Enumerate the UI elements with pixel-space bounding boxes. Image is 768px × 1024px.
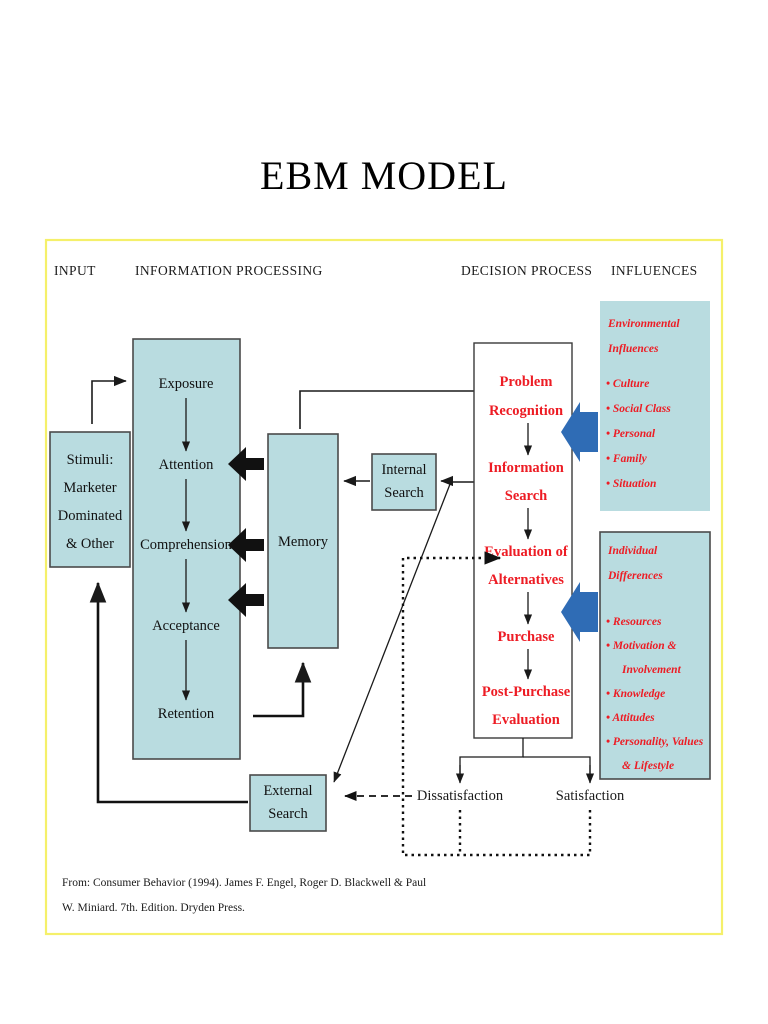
individual-item-motivation: • Motivation & [606,640,677,652]
decision-step-evaluation-l1: Evaluation of [484,544,568,560]
decision-step-post-purchase-l2: Evaluation [492,712,560,728]
citation-line-1: From: Consumer Behavior (1994). James F.… [62,877,426,889]
environmental-item-culture: • Culture [606,378,649,390]
environmental-influence-arrow [561,402,598,462]
individual-item-resources: • Resources [606,616,662,628]
header-decision-process: DECISION PROCESS [461,263,592,278]
outcome-satisfaction: Satisfaction [556,788,625,804]
external-search-box [249,774,327,832]
memory-box [267,433,339,649]
header-influences: INFLUENCES [611,263,698,278]
individual-item-lifestyle: & Lifestyle [622,760,674,772]
environmental-influences-heading-l2: Influences [607,343,659,355]
environmental-influences-heading-l1: Environmental [607,318,680,330]
header-information-processing: INFORMATION PROCESSING [135,263,323,278]
arrow-external-search-to-stimuli [89,581,248,804]
decision-step-evaluation-l2: Alternatives [488,572,564,588]
citation-line-2: W. Miniard. 7th. Edition. Dryden Press. [62,902,245,914]
decision-step-information-search-l2: Search [505,488,547,504]
arrow-retention-to-memory [253,661,312,718]
slide-frame [44,238,724,936]
memory-feedback-arrow-acceptance [228,583,264,617]
decision-step-problem-recognition-l1: Problem [500,374,553,390]
environmental-item-personal: • Personal [606,428,656,440]
decision-step-information-search-l1: Information [488,460,564,476]
stimuli-line-2: Marketer [63,480,116,496]
outcome-dissatisfaction: Dissatisfaction [417,788,504,804]
arrow-memory-to-problem-recognition [299,385,501,429]
environmental-influences-box [600,301,710,511]
outcome-split-connector [459,738,524,781]
internal-search-box [371,453,437,511]
individual-item-knowledge: • Knowledge [606,688,665,700]
individual-differences-heading-l1: Individual [607,545,658,557]
memory-label: Memory [278,534,329,550]
stage-acceptance: Acceptance [152,618,220,634]
individual-differences-arrow [561,582,598,642]
decision-step-post-purchase-l1: Post-Purchase [482,684,571,700]
environmental-item-social-class: • Social Class [606,403,671,415]
decision-process-box [473,342,573,739]
stimuli-line-3: Dominated [58,508,123,524]
memory-feedback-arrow-comprehension [228,528,264,562]
stimuli-line-4: & Other [66,536,114,552]
memory-feedback-arrow-attention [228,447,264,481]
stimuli-line-1: Stimuli: [67,452,114,468]
external-search-line-1: External [263,783,312,799]
external-search-line-2: Search [268,806,308,822]
stage-attention: Attention [159,457,215,473]
satisfaction-feedback-loop [401,551,592,857]
internal-search-line-1: Internal [381,462,426,478]
individual-item-involvement: Involvement [621,664,682,676]
stage-exposure: Exposure [159,376,214,392]
decision-step-problem-recognition-l2: Recognition [489,403,563,419]
individual-differences-box [599,531,711,780]
stimuli-box [49,431,131,568]
individual-differences-heading-l2: Differences [607,570,663,582]
arrow-information-search-to-external-search [333,478,453,783]
arrow-stimuli-to-exposure [91,375,127,424]
environmental-item-family: • Family [606,453,648,465]
internal-search-line-2: Search [384,485,424,501]
stage-comprehension: Comprehension [140,537,233,553]
individual-item-attitudes: • Attitudes [606,712,655,724]
page-title: EBM MODEL [260,153,508,198]
individual-item-personality: • Personality, Values [606,736,704,748]
header-input: INPUT [54,263,96,278]
environmental-item-situation: • Situation [606,478,656,490]
stage-retention: Retention [158,706,215,722]
outcome-split-connector-right [523,756,591,781]
decision-step-purchase: Purchase [498,629,555,645]
arrow-information-search-to-internal-search [440,475,478,487]
